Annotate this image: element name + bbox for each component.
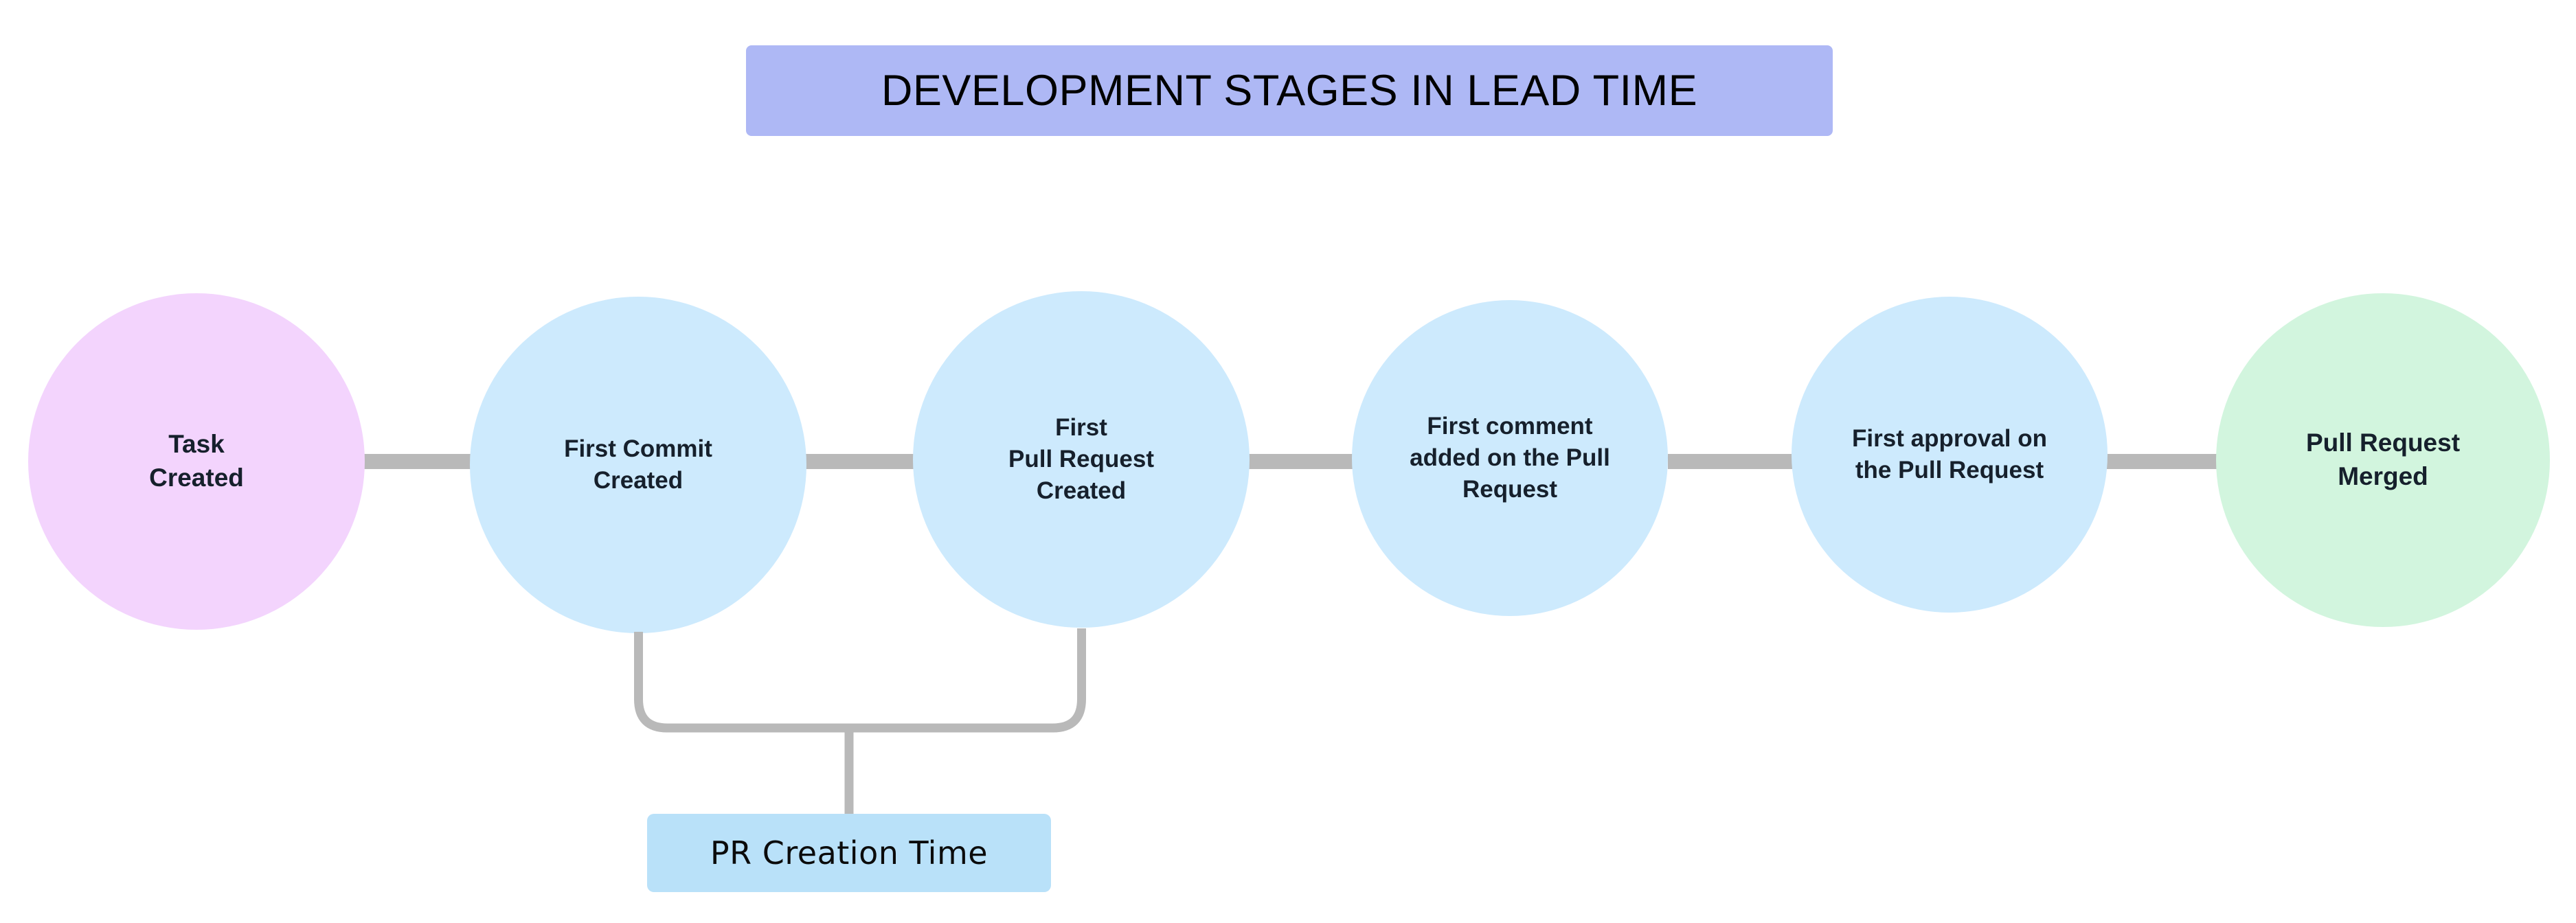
connector-line-1-2 [357, 454, 503, 469]
pr-creation-time-bracket [634, 628, 1086, 819]
connector-line-4-5 [1668, 454, 1805, 469]
stage-label-first-commit-created: First Commit Created [564, 435, 712, 494]
stage-label-first-comment-added: First comment added on the Pull Request [1410, 412, 1610, 503]
diagram-title-banner: DEVELOPMENT STAGES IN LEAD TIME [746, 45, 1833, 136]
diagram-title-text: DEVELOPMENT STAGES IN LEAD TIME [881, 67, 1698, 115]
connector-line-2-3 [797, 454, 945, 469]
pr-creation-time-label-box[interactable]: PR Creation Time [647, 814, 1051, 892]
stage-node-first-approval[interactable]: First approval on the Pull Request [1792, 297, 2108, 613]
stage-label-first-pull-request-created: First Pull Request Created [1008, 413, 1154, 505]
stage-label-first-approval: First approval on the Pull Request [1852, 424, 2047, 483]
stage-node-first-pull-request-created[interactable]: First Pull Request Created [913, 291, 1250, 628]
stage-label-pull-request-merged: Pull Request Merged [2305, 429, 2461, 490]
pr-creation-time-label-text: PR Creation Time [710, 834, 988, 871]
stage-label-task-created: Task Created [149, 430, 244, 492]
connector-line-3-4 [1233, 454, 1379, 469]
stage-node-task-created[interactable]: Task Created [28, 293, 365, 630]
bracket-path [634, 628, 1086, 733]
stage-node-first-commit-created[interactable]: First Commit Created [470, 297, 806, 633]
stage-node-first-comment-added[interactable]: First comment added on the Pull Request [1352, 300, 1668, 616]
connector-line-5-6 [2101, 454, 2217, 469]
stage-node-pull-request-merged[interactable]: Pull Request Merged [2216, 293, 2550, 627]
